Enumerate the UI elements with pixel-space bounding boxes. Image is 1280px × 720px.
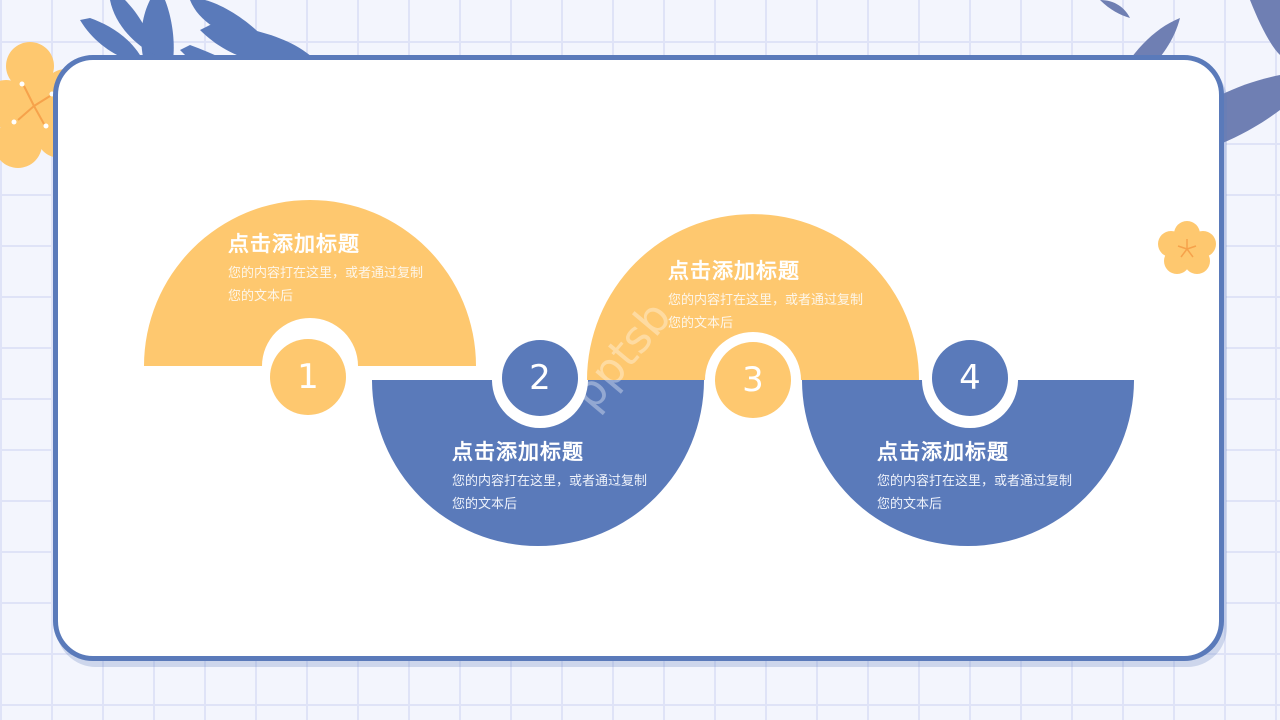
step-4-desc[interactable]: 您的内容打在这里，或者通过复制您的文本后 xyxy=(877,474,1073,512)
step-3-text: 点击添加标题 您的内容打在这里，或者通过复制您的文本后 xyxy=(668,255,868,335)
step-2-text: 点击添加标题 您的内容打在这里，或者通过复制您的文本后 xyxy=(452,436,652,516)
step-2-title[interactable]: 点击添加标题 xyxy=(452,440,584,464)
step-3-title[interactable]: 点击添加标题 xyxy=(668,259,800,283)
step-1-number: 1 xyxy=(270,339,346,415)
step-1-text: 点击添加标题 您的内容打在这里，或者通过复制您的文本后 xyxy=(228,228,428,308)
step-4-text: 点击添加标题 您的内容打在这里，或者通过复制您的文本后 xyxy=(877,436,1077,516)
step-3-shape xyxy=(587,214,919,380)
step-3-number: 3 xyxy=(715,342,791,418)
step-3-desc[interactable]: 您的内容打在这里，或者通过复制您的文本后 xyxy=(668,293,864,331)
step-2-desc[interactable]: 您的内容打在这里，或者通过复制您的文本后 xyxy=(452,474,648,512)
step-4-number: 4 xyxy=(932,340,1008,416)
step-1-title[interactable]: 点击添加标题 xyxy=(228,232,360,256)
step-2-number: 2 xyxy=(502,340,578,416)
step-4-shape xyxy=(802,380,1134,546)
step-2-shape xyxy=(372,380,704,546)
flower-icon xyxy=(1158,221,1216,274)
step-4-title[interactable]: 点击添加标题 xyxy=(877,440,1009,464)
step-1-desc[interactable]: 您的内容打在这里，或者通过复制您的文本后 xyxy=(228,266,424,304)
step-1-shape xyxy=(144,200,476,366)
